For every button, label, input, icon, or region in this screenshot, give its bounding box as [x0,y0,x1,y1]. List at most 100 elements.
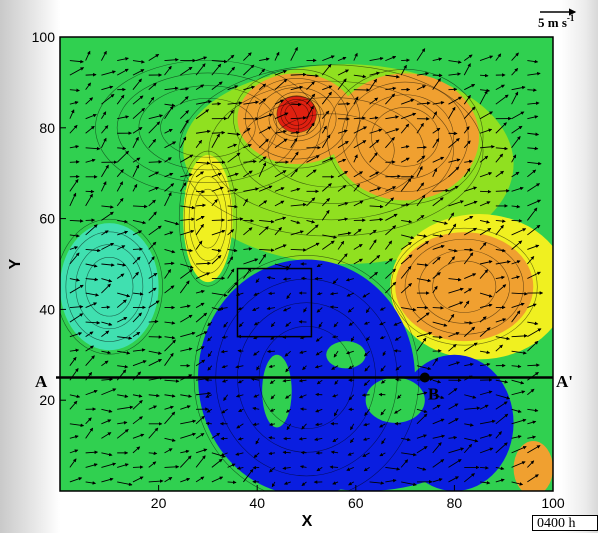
contour-line [85,256,134,317]
wind-vector [495,53,502,61]
wind-vector [495,401,508,410]
wind-vector [196,391,212,396]
wind-vector [316,379,323,385]
wind-vector [180,154,194,163]
y-tick-label: 20 [39,392,55,408]
x-axis-title: X [302,513,313,530]
wind-vector [527,445,541,454]
wind-vector [337,217,349,222]
section-start-label: A [35,372,48,391]
wind-vector [416,312,430,323]
wind-vector [464,200,478,207]
wind-vector [495,84,505,91]
wind-vector [148,211,157,221]
wind-vector [85,320,101,325]
wind-vector [416,85,427,91]
wind-vector [400,265,412,279]
wind-vector [69,449,79,454]
wind-vector [353,116,366,120]
point-b-marker [419,372,430,383]
wind-vector [495,284,507,294]
wind-vector [101,94,115,105]
wind-vector [385,174,401,179]
wind-vector [314,437,323,442]
contour-line [116,72,299,183]
wind-vector [337,184,347,192]
wind-vector [416,71,429,76]
wind-vector [369,128,383,134]
wind-vector [511,379,525,385]
wind-vector [401,145,410,149]
wind-vector [148,199,156,207]
wind-vector [463,326,476,337]
wind-vector [369,97,379,105]
wind-vector [527,59,539,64]
wind-vector [379,307,386,311]
wind-vector [180,66,193,76]
wind-vector [448,166,460,178]
wind-vector [196,161,211,165]
wind-vector [180,449,190,454]
wind-vector [259,113,273,120]
wind-vector [464,423,474,427]
wind-vector [284,350,292,357]
wind-vector [219,306,228,311]
wind-vector [346,350,354,355]
wind-vector [364,409,370,417]
wind-vector [495,153,504,163]
wind-vector [164,183,175,192]
wind-vector [85,302,98,308]
wind-vector [385,55,397,62]
wind-vector [116,68,129,76]
wind-vector [282,277,291,281]
wind-vector [511,171,520,178]
wind-vector [117,57,129,62]
wind-vector [448,435,458,440]
wind-vector [164,448,173,454]
wind-vector [511,111,525,120]
wind-vector [101,242,115,250]
wind-vector [350,423,355,431]
wind-vector [432,272,441,279]
wind-vector [285,394,291,399]
wind-vector [290,116,307,120]
wind-vector [285,321,292,327]
wind-vector [448,158,461,163]
wind-vector [363,350,370,357]
wind-vector [148,300,160,308]
wind-vector [306,105,314,119]
contour-field [60,37,553,491]
wind-vector [464,215,474,221]
wind-vector [69,435,79,439]
wind-vector [479,466,489,470]
wind-vector [511,461,526,468]
wind-vector [448,301,464,309]
wind-vector [117,405,134,410]
wind-vector [195,63,206,76]
wind-vector [227,248,238,253]
wind-vector [148,121,161,134]
wind-vector [238,408,244,412]
field-region [60,223,159,351]
wind-vector [527,169,537,178]
wind-vector [274,129,287,134]
wind-vector [207,365,213,371]
wind-vector [85,427,94,439]
wind-vector [479,90,488,105]
contour-line [280,98,313,130]
wind-vector [463,106,476,120]
wind-vector [258,253,267,265]
wind-vector [69,252,80,265]
wind-vector [227,268,235,279]
wind-vector [306,219,316,224]
wind-vector [365,336,370,342]
wind-vector [479,227,492,236]
wind-vector [315,422,323,427]
wind-vector [448,185,459,192]
wind-vector [180,229,195,236]
wind-vector [117,292,131,298]
wind-vector [258,138,269,149]
wind-vector [348,481,355,486]
wind-vector [382,350,387,357]
wind-vector [314,365,323,369]
